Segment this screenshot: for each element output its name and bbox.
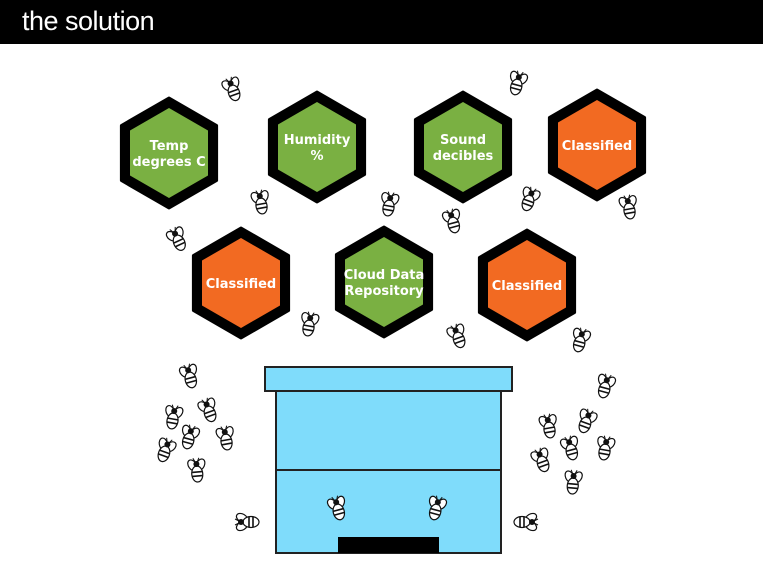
bee-icon xyxy=(442,320,473,352)
slide-header: the solution xyxy=(0,0,763,44)
hexagon-label: Temp xyxy=(150,139,189,154)
sensor-hexagon: Humidity% xyxy=(267,90,367,204)
hexagon-label: Classified xyxy=(562,139,632,154)
hexagon-fill xyxy=(278,102,356,192)
hexagon-fill xyxy=(130,108,208,198)
bee-icon xyxy=(535,411,563,441)
hexagon-label: Sound xyxy=(440,133,486,148)
bee-icon xyxy=(247,187,275,217)
hexagon-fill xyxy=(345,237,423,327)
bee-icon xyxy=(175,360,204,392)
hexagon-label: Classified xyxy=(206,277,276,292)
bee-icon xyxy=(162,222,193,256)
hexagon-label: Humidity xyxy=(284,133,351,148)
bee-icon xyxy=(234,510,260,534)
bee-icon xyxy=(175,421,204,453)
hive-body xyxy=(275,390,502,554)
sensor-hexagon: Classified xyxy=(191,226,291,340)
hexagon-label: degrees C xyxy=(132,155,205,170)
hexagon-label: % xyxy=(310,149,323,164)
hexagon-fill xyxy=(424,102,502,192)
bee-icon xyxy=(217,73,248,105)
hexagon-fill xyxy=(488,240,566,330)
hexagon-label: Repository xyxy=(344,284,424,299)
hive-entrance xyxy=(338,537,439,553)
bee-icon xyxy=(513,510,539,534)
bee-icon xyxy=(150,434,181,466)
bee-icon xyxy=(514,183,545,215)
hexagon-label: Classified xyxy=(492,279,562,294)
hexagon-fill xyxy=(202,238,280,328)
hexagon-label: Cloud Data xyxy=(344,268,425,283)
bee-icon xyxy=(375,189,403,219)
bee-icon xyxy=(571,405,602,437)
bee-icon xyxy=(193,394,224,426)
bee-icon xyxy=(503,67,532,99)
beehive xyxy=(264,366,513,554)
bee-icon xyxy=(591,370,620,402)
sensor-hexagon: Classified xyxy=(477,228,577,342)
bee-icon xyxy=(438,205,467,237)
bee-icon xyxy=(295,309,323,339)
bee-icon xyxy=(184,456,210,484)
bee-icon xyxy=(591,433,619,463)
hexagon-label: decibles xyxy=(433,149,494,164)
bee-icon xyxy=(566,324,595,356)
slide-title: the solution xyxy=(22,6,155,36)
bee-icon xyxy=(212,423,240,453)
hive-lid xyxy=(264,366,513,392)
bee-icon xyxy=(526,444,557,476)
bee-icon xyxy=(159,402,187,432)
bee-icon xyxy=(615,192,643,222)
bee-icon xyxy=(556,432,585,464)
hexagon-fill xyxy=(558,100,636,190)
bee-icon xyxy=(560,468,586,496)
sensor-hexagon: Classified xyxy=(547,88,647,202)
